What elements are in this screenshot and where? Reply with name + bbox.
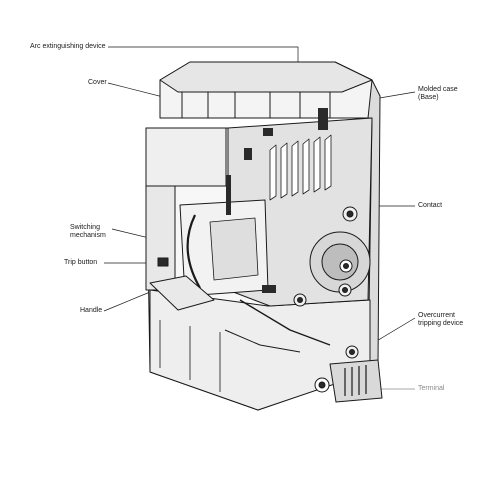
leader-handle <box>103 291 151 312</box>
label-cover: Cover <box>88 79 107 86</box>
label-arc-extinguishing-device: Arc extinguishing device <box>30 43 106 50</box>
label-switching-mechanism: Switching mechanism <box>70 224 106 240</box>
label-contact: Contact <box>418 202 443 209</box>
top-cover-top-face <box>159 61 373 93</box>
left-panel <box>145 185 176 291</box>
label-handle: Handle <box>80 307 103 314</box>
label-overcurrent-tripping-device: Overcurrent tripping device <box>418 312 463 328</box>
trip-button-shape <box>157 257 169 267</box>
breaker-body <box>145 61 383 411</box>
label-overcurrent-line1: Overcurrent <box>418 312 455 319</box>
left-shelf <box>145 127 227 187</box>
label-overcurrent-line2: tripping device <box>418 320 464 327</box>
handle-shape <box>149 275 215 311</box>
label-switching-line1: Switching <box>70 224 100 231</box>
label-molded-case-line2: (Base) <box>418 94 439 101</box>
label-switching-line2: mechanism <box>70 232 106 239</box>
label-terminal: Terminal <box>418 385 445 392</box>
label-molded-case-line1: Molded case <box>418 86 458 93</box>
arc-chute-plates <box>269 134 332 201</box>
label-trip-button: Trip button <box>64 259 98 266</box>
label-molded-case: Molded case (Base) <box>418 86 458 102</box>
terminal-block <box>329 359 383 403</box>
